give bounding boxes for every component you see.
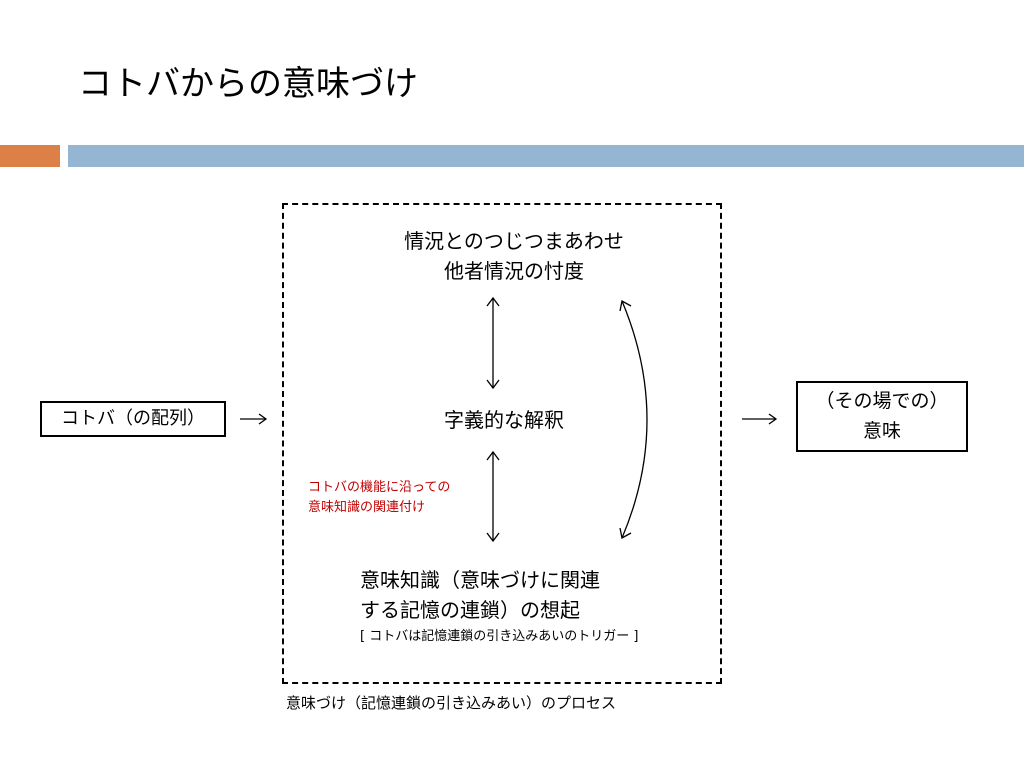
knowledge-line-2: する記憶の連鎖）の想起 — [360, 598, 580, 622]
accent-bar-blue — [68, 145, 1024, 167]
literal-interpretation-node: 字義的な解釈 — [404, 405, 604, 435]
output-arrow-icon — [742, 413, 778, 425]
input-label: コトバ（の配列） — [61, 408, 205, 429]
function-note: コトバの機能に沿っての 意味知識の関連付け — [308, 478, 450, 518]
process-caption: 意味づけ（記憶連鎖の引き込みあい）のプロセス — [286, 694, 617, 712]
literal-interpretation-label: 字義的な解釈 — [444, 408, 564, 432]
situation-line-2: 他者情況の忖度 — [444, 259, 584, 283]
input-arrow-icon — [240, 413, 268, 425]
output-line-2: 意味 — [862, 420, 901, 442]
knowledge-line-1: 意味知識（意味づけに関連 — [360, 568, 600, 592]
function-note-line-2: 意味知識の関連付け — [308, 500, 426, 515]
knowledge-node: 意味知識（意味づけに関連 する記憶の連鎖）の想起 — [360, 565, 600, 625]
situation-node: 情況とのつじつまあわせ 他者情況の忖度 — [364, 226, 664, 286]
accent-bar-orange — [0, 145, 60, 167]
trigger-note: [ コトバは記憶連鎖の引き込みあいのトリガー ] — [360, 629, 639, 644]
process-box — [282, 203, 722, 684]
slide-title: コトバからの意味づけ — [78, 64, 418, 104]
output-box: （その場での） 意味 — [796, 381, 968, 452]
input-box: コトバ（の配列） — [40, 401, 226, 437]
situation-line-1: 情況とのつじつまあわせ — [404, 229, 624, 253]
function-note-line-1: コトバの機能に沿っての — [308, 480, 451, 495]
output-line-1: （その場での） — [815, 390, 949, 412]
